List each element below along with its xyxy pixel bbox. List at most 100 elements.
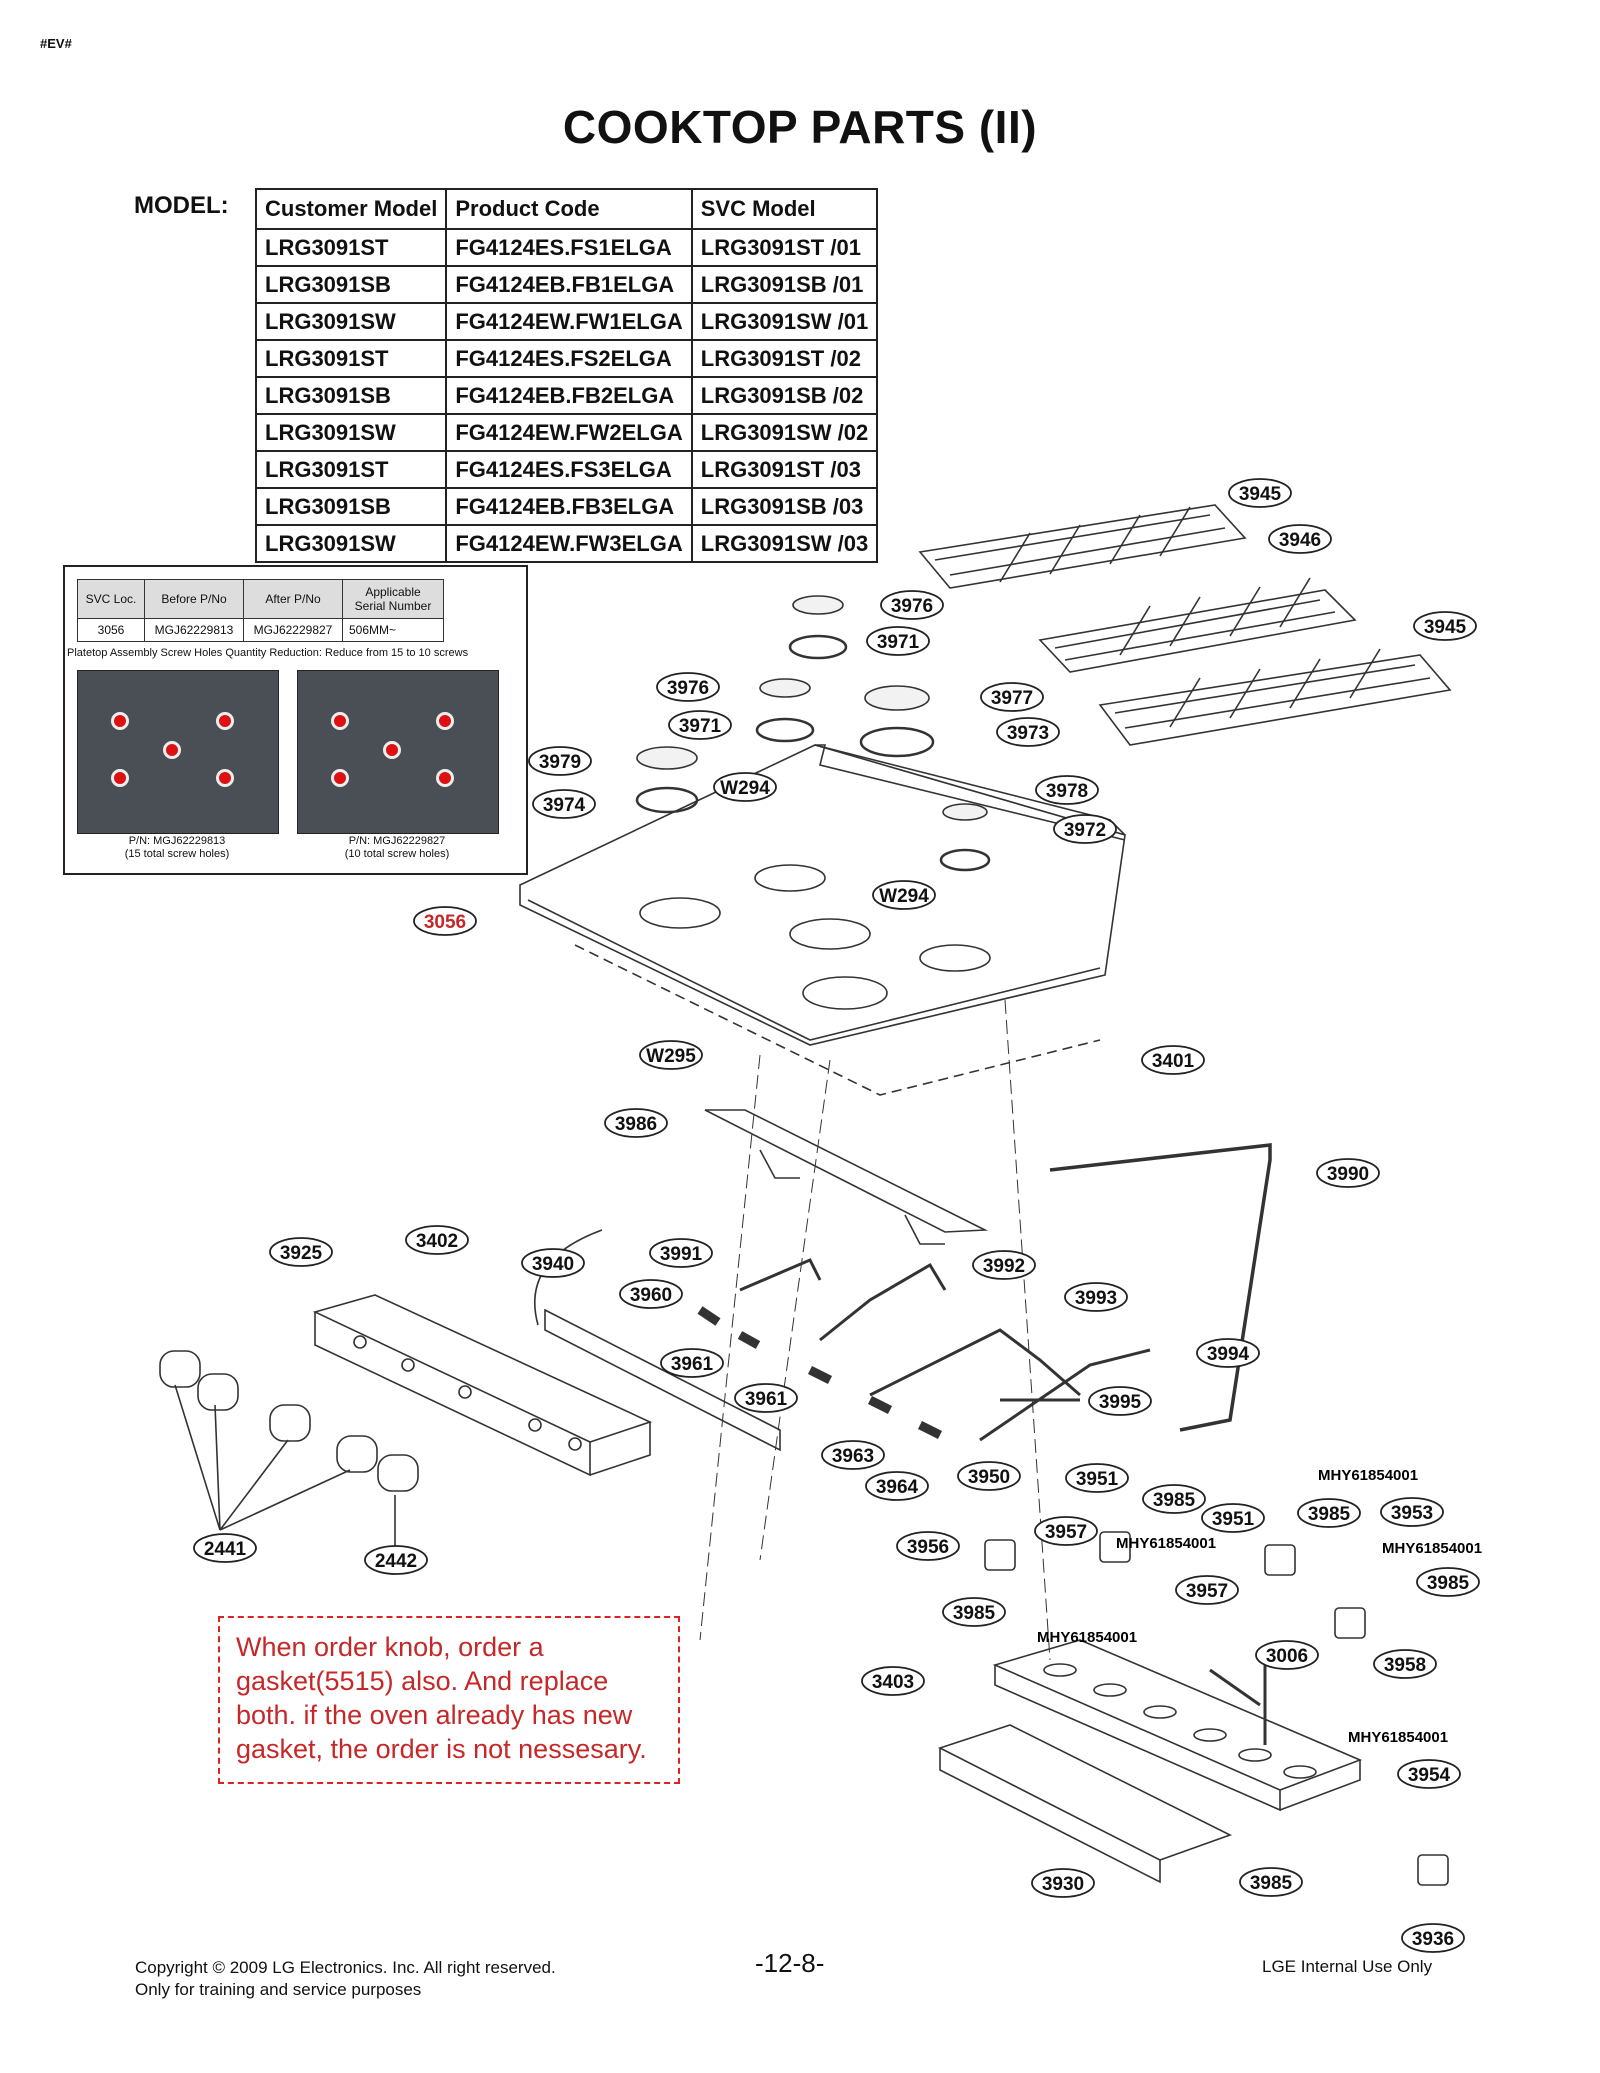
callout-label: 3940	[532, 1254, 574, 1275]
callout-label: 3976	[667, 678, 709, 699]
col-product-code: Product Code	[445, 188, 693, 230]
callout-label: 3925	[280, 1243, 323, 1264]
svc-cell: 506MM~	[342, 618, 444, 642]
screw-hole	[163, 741, 181, 759]
callout-bubble	[866, 626, 930, 656]
callout-label: 3956	[907, 1537, 949, 1558]
cell: LRG3091ST	[254, 339, 448, 378]
svc-cell: 3056	[77, 618, 145, 642]
callout-label: 3974	[543, 795, 586, 816]
after-plate-photo	[297, 670, 499, 834]
cell: FG4124ES.FS1ELGA	[445, 228, 693, 267]
note-line: gasket(5515) also. And replace	[236, 1666, 609, 1696]
callout-bubble	[1034, 1516, 1098, 1546]
cell: LRG3091SB /03	[690, 487, 879, 526]
callout-label: 3960	[630, 1285, 672, 1306]
callout-label: 3958	[1384, 1655, 1426, 1676]
callout-label: 3985	[1427, 1573, 1470, 1594]
model-table: Customer Model Product Code SVC Model LR…	[254, 188, 879, 563]
callout-bubble	[1413, 611, 1477, 641]
callout-bubble	[649, 1238, 713, 1268]
callout-bubble	[1035, 775, 1099, 805]
copyright: Copyright © 2009 LG Electronics. Inc. Al…	[135, 1958, 556, 1999]
callout-label: 3936	[1412, 1929, 1454, 1950]
screw-hole	[216, 712, 234, 730]
callout-label: 3951	[1076, 1469, 1119, 1490]
screw-hole	[383, 741, 401, 759]
callout-bubble	[865, 1471, 929, 1501]
callout-bubble	[1142, 1484, 1206, 1514]
callout-label: 3976	[891, 596, 933, 617]
callout-bubble	[1175, 1575, 1239, 1605]
screw-hole	[436, 769, 454, 787]
callout-label: 3994	[1207, 1344, 1250, 1365]
callout-bubble	[821, 1440, 885, 1470]
callout-bubble	[880, 590, 944, 620]
callout-bubble	[980, 682, 1044, 712]
callout-label: 3961	[671, 1354, 714, 1375]
cell: FG4124EB.FB1ELGA	[445, 265, 693, 304]
callout-bubble	[1373, 1649, 1437, 1679]
callout-bubble	[656, 672, 720, 702]
callout-label: 3957	[1186, 1581, 1228, 1602]
screw-hole	[436, 712, 454, 730]
callout-bubble	[1316, 1158, 1380, 1188]
doc-tag: #EV#	[40, 36, 72, 51]
cell: LRG3091ST	[254, 450, 448, 489]
callout-bubble	[1397, 1759, 1461, 1789]
callout-label: 3953	[1391, 1503, 1433, 1524]
callout-label: 3991	[660, 1244, 703, 1265]
svc-cell: MGJ62229813	[144, 618, 244, 642]
col-svc-model: SVC Model	[690, 188, 879, 230]
callout-label: 3971	[877, 632, 920, 653]
callout-bubble	[713, 772, 777, 802]
callout-bubble	[1053, 814, 1117, 844]
callout-label: 3961	[745, 1389, 788, 1410]
callout-bubble	[734, 1383, 798, 1413]
page-number: -12-8-	[755, 1948, 825, 1978]
part-ref-label: MHY61854001	[1318, 1467, 1418, 1484]
callout-label: 3930	[1042, 1874, 1084, 1895]
callout-bubble	[405, 1225, 469, 1255]
callout-bubble	[1255, 1640, 1319, 1670]
cell: LRG3091SW /01	[690, 302, 879, 341]
note-line: both. if the oven already has new	[236, 1700, 633, 1730]
callout-label: 3963	[832, 1446, 874, 1467]
callout-label: 3973	[1007, 723, 1049, 744]
cell: FG4124EB.FB2ELGA	[445, 376, 693, 415]
cell: FG4124EW.FW1ELGA	[445, 302, 693, 341]
callout-bubble	[1031, 1868, 1095, 1898]
callout-bubble	[528, 746, 592, 776]
part-ref-label: MHY61854001	[1037, 1629, 1137, 1646]
callout-label: 2442	[375, 1551, 417, 1572]
callout-label: 3985	[953, 1603, 996, 1624]
page-title: COOKTOP PARTS (II)	[562, 101, 1038, 153]
callout-bubble	[413, 906, 477, 936]
callout-label: W294	[879, 886, 929, 907]
callout-bubble	[1088, 1386, 1152, 1416]
callout-label: 3951	[1212, 1509, 1255, 1530]
callout-label: 2441	[204, 1539, 247, 1560]
col-customer-model: Customer Model	[254, 188, 448, 230]
before-plate-photo	[77, 670, 279, 834]
cell: LRG3091SB /02	[690, 376, 879, 415]
callout-label: 3985	[1308, 1504, 1351, 1525]
svc-cell: MGJ62229827	[243, 618, 343, 642]
callout-label: 3979	[539, 752, 581, 773]
part-ref-label: MHY61854001	[1348, 1729, 1448, 1746]
callout-label: 3945	[1239, 484, 1282, 505]
callout-bubble	[1268, 524, 1332, 554]
callout-label: 3954	[1408, 1765, 1451, 1786]
callout-label: 3985	[1250, 1873, 1293, 1894]
callout-label: 3964	[876, 1477, 919, 1498]
callout-bubble	[660, 1348, 724, 1378]
callout-bubble	[604, 1108, 668, 1138]
note-line: gasket, the order is not nessesary.	[236, 1734, 647, 1764]
callout-bubble	[1239, 1867, 1303, 1897]
callout-bubble	[1401, 1923, 1465, 1953]
